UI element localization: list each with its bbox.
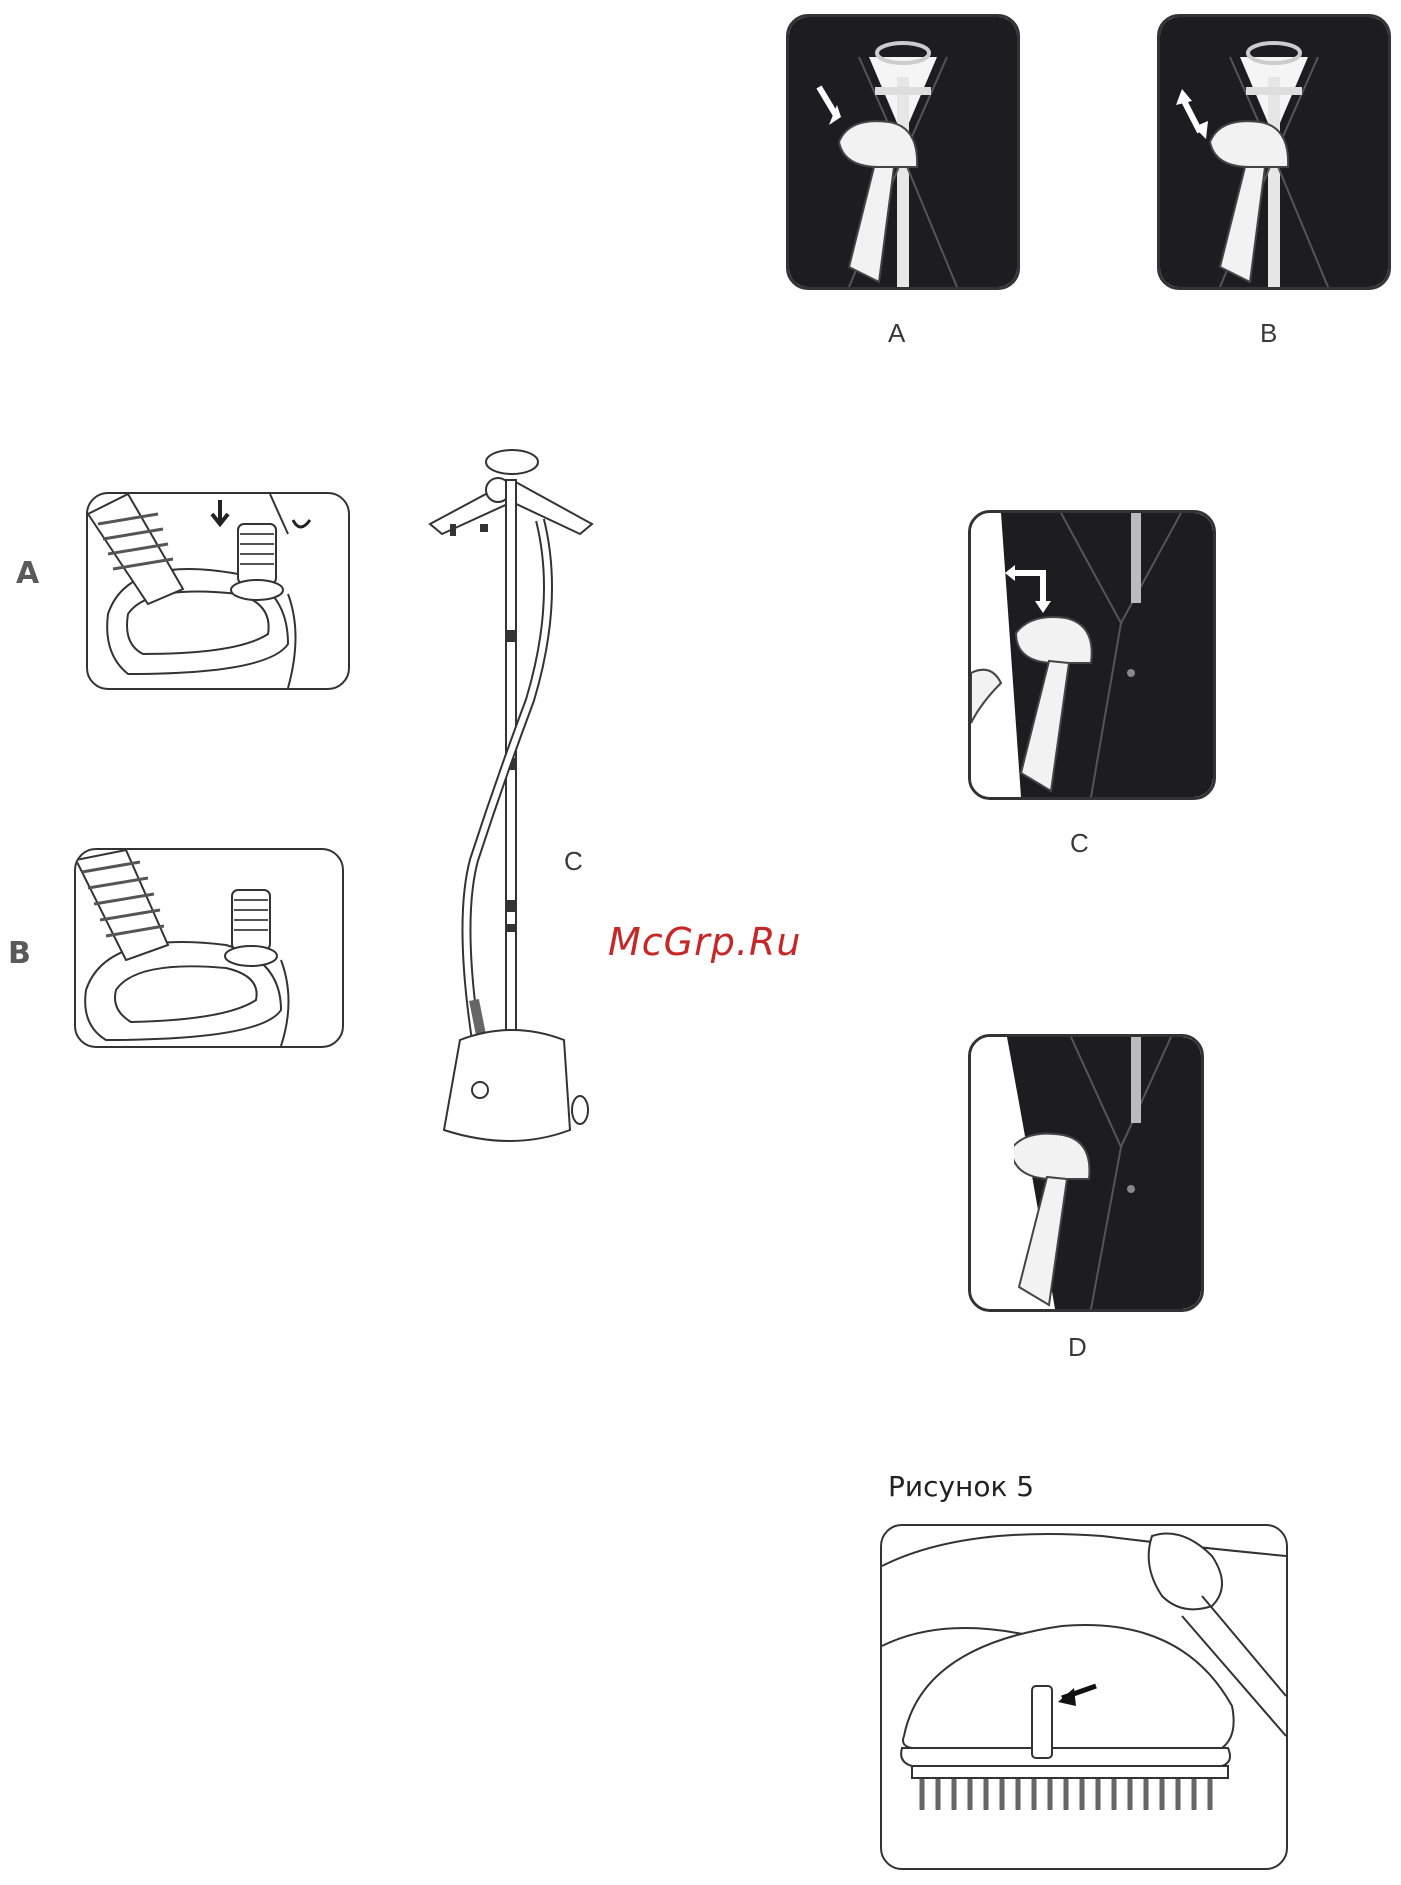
suit-steaming-illustration-c [968, 510, 1216, 800]
brush-attachment-illustration [880, 1524, 1288, 1870]
base-hose-connect-illustration-b [74, 848, 344, 1048]
suit-illustration-d-label: D [1068, 1332, 1087, 1363]
suit-steaming-illustration-d [968, 1034, 1204, 1312]
suit-illustration-b-label: B [1260, 318, 1277, 349]
suit-steaming-illustration-b [1157, 14, 1391, 290]
suit-steaming-illustration-a [786, 14, 1020, 290]
suit-illustration-c-label: C [1070, 828, 1089, 859]
suit-illustration-a-label: A [888, 318, 905, 349]
stand-illustration-label: C [564, 846, 583, 877]
base-hose-connect-illustration-a [86, 492, 350, 690]
base-illustration-a-label: A [16, 556, 39, 591]
watermark-text: McGrp.Ru [608, 920, 801, 964]
base-illustration-b-label: B [8, 936, 31, 971]
garment-steamer-stand-illustration [420, 440, 600, 1150]
figure-5-caption: Рисунок 5 [888, 1470, 1034, 1503]
